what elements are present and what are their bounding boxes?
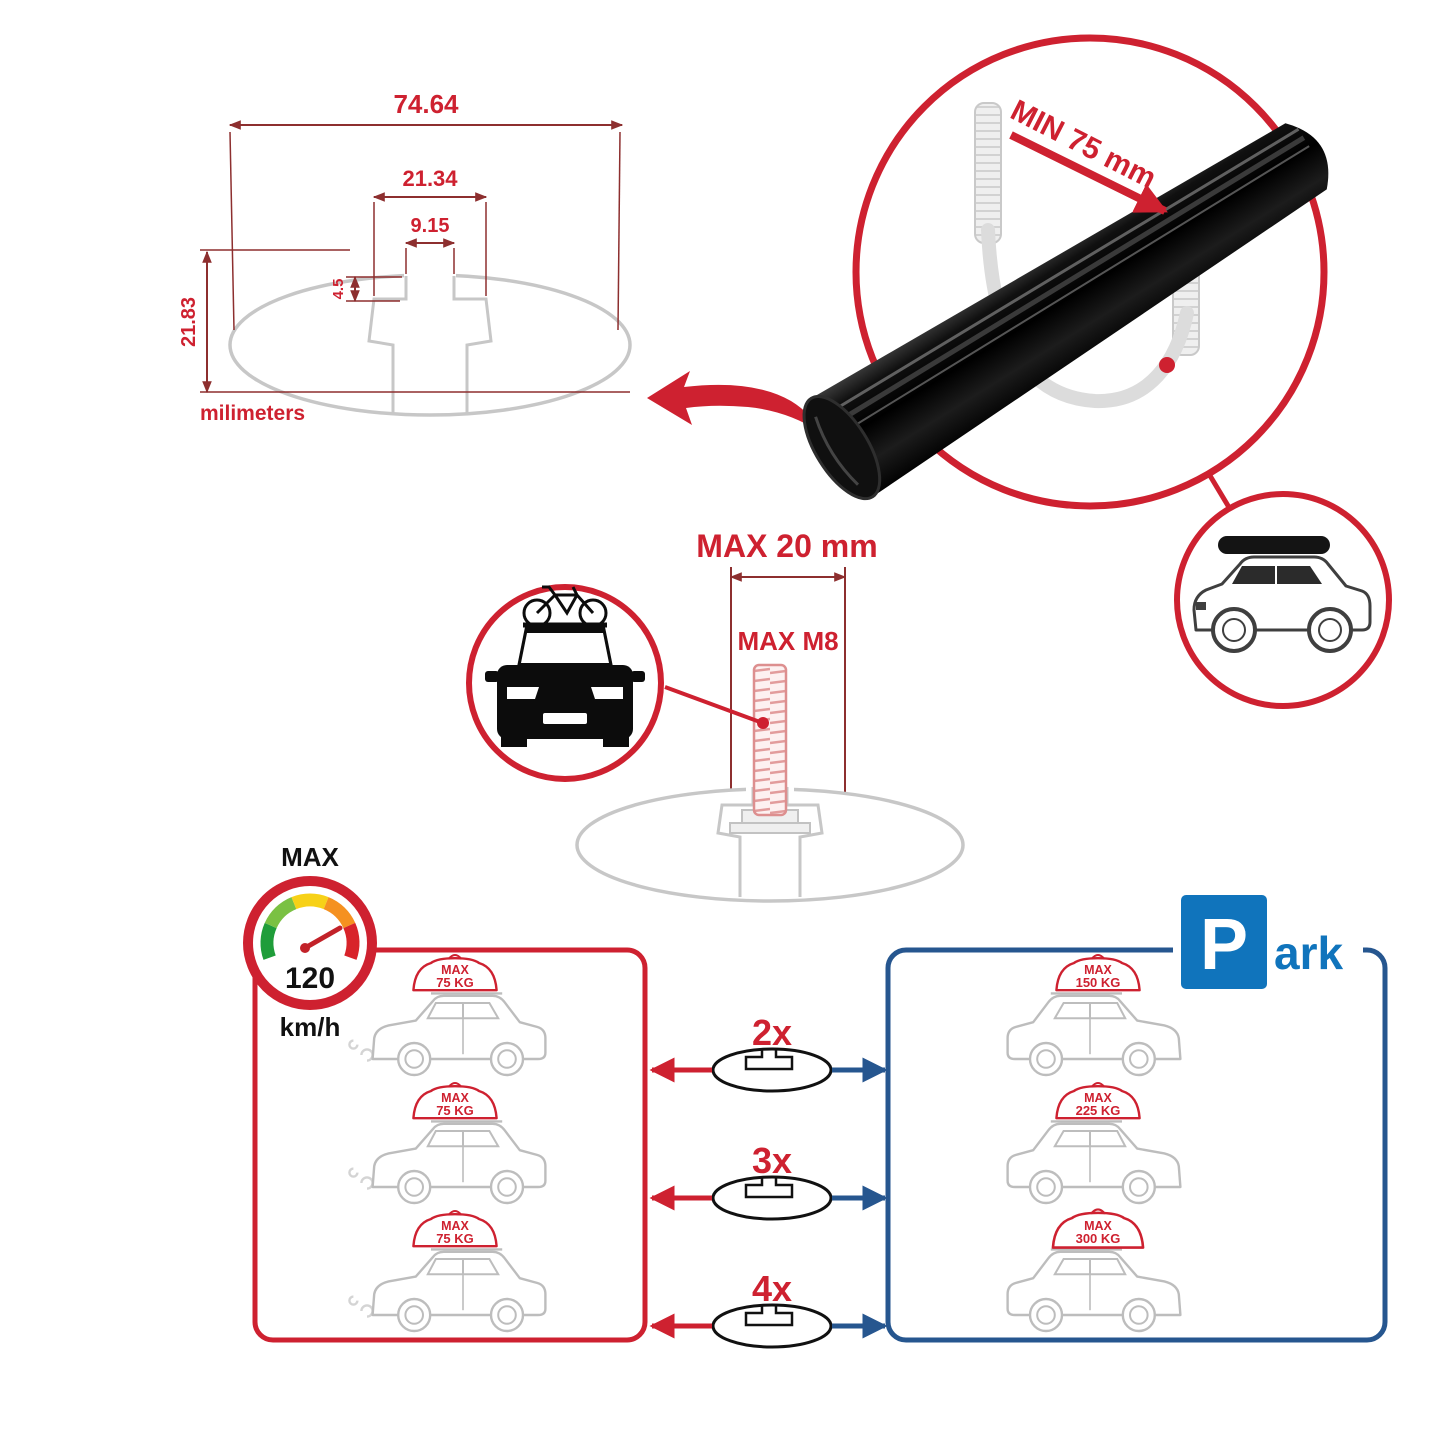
bolt-max-length-label: MAX 20 mm	[696, 528, 877, 564]
multiplier-row-1: 2x	[649, 1012, 888, 1093]
dynamic-load-1-value: 75 KG	[436, 975, 474, 990]
dim-total-width: 74.64	[393, 89, 459, 119]
crossbar-profile-sketch	[228, 268, 632, 417]
bike-carrier-badge	[466, 584, 664, 782]
clamp-point-dot	[1159, 357, 1175, 373]
profile-dimension-drawing: 74.64 21.34 9.15 4.5 21.83 milimeters	[178, 89, 820, 432]
dynamic-load-1-label: MAX	[441, 963, 469, 977]
parked-load-1-value: 150 KG	[1076, 975, 1121, 990]
units-label: milimeters	[200, 402, 305, 425]
park-sign-suffix: ark	[1274, 927, 1343, 979]
dimension-9-15: 9.15	[404, 215, 456, 274]
dimension-21-34: 21.34	[372, 166, 488, 296]
crossbar-zoom-detail: MIN 75 mm	[802, 34, 1329, 511]
suv-with-roofbox	[1192, 536, 1372, 653]
crossbar-render	[802, 123, 1329, 501]
gauge-arc-segments	[260, 893, 360, 960]
dynamic-load-3-label: MAX	[441, 1219, 469, 1233]
park-sign-square	[1181, 895, 1267, 989]
dimension-74-64: 74.64	[228, 89, 624, 331]
gauge-needle	[300, 925, 343, 953]
roof-cargo-box	[1218, 536, 1330, 554]
zoom-swoosh-arrow	[647, 371, 820, 432]
dim-total-height: 21.83	[178, 297, 200, 347]
min-span-annotation: MIN 75 mm	[1005, 94, 1168, 215]
crossbar-end-cap	[802, 395, 882, 501]
speed-value: 120	[285, 962, 335, 995]
park-sign: P ark	[1173, 889, 1363, 995]
speed-max-label: MAX	[281, 842, 339, 872]
parked-load-1-label: MAX	[1084, 963, 1112, 977]
circle-connector-line	[1206, 472, 1233, 511]
multiplier-row-3: 4x	[649, 1268, 888, 1349]
bolt-leader-line	[664, 685, 769, 729]
max-speed-gauge: MAX 120 km/h	[243, 842, 377, 1042]
threaded-bolt	[752, 663, 788, 817]
parked-load-2-label: MAX	[1084, 1091, 1112, 1105]
dimension-4-5: 4.5	[330, 275, 402, 303]
multiplier-3-label: 4x	[752, 1268, 792, 1309]
bolt-dimension-drawing: MAX 20 mm MAX M8	[575, 528, 965, 903]
multiplier-2-label: 3x	[752, 1140, 792, 1181]
car-front-with-bike	[485, 585, 645, 747]
parked-load-3-label: MAX	[1084, 1219, 1112, 1233]
suv-roofbox-badge	[1174, 491, 1392, 709]
bolt-dimension-lines	[729, 567, 847, 805]
dim-slot-depth: 4.5	[330, 279, 347, 300]
bolt-max-thread-label: MAX M8	[737, 626, 838, 656]
multiplier-1-label: 2x	[752, 1012, 792, 1053]
load-comparison-panel: P ark MAX 75 KG MAX 75 KG MAX 75 KG	[252, 889, 1388, 1349]
speed-units: km/h	[280, 1012, 341, 1042]
zoom-circle-outline	[852, 34, 1328, 510]
multiplier-row-2: 3x	[649, 1140, 888, 1221]
dynamic-load-2-value: 75 KG	[436, 1103, 474, 1118]
dim-slot-width: 9.15	[411, 215, 450, 237]
dim-cavity-width: 21.34	[402, 166, 458, 191]
parked-load-3-value: 300 KG	[1076, 1231, 1121, 1246]
parked-load-2-value: 225 KG	[1076, 1103, 1121, 1118]
dynamic-load-3-value: 75 KG	[436, 1231, 474, 1246]
dimension-21-83: 21.83	[178, 249, 630, 394]
dynamic-load-2-label: MAX	[441, 1091, 469, 1105]
park-sign-p: P	[1200, 905, 1248, 985]
